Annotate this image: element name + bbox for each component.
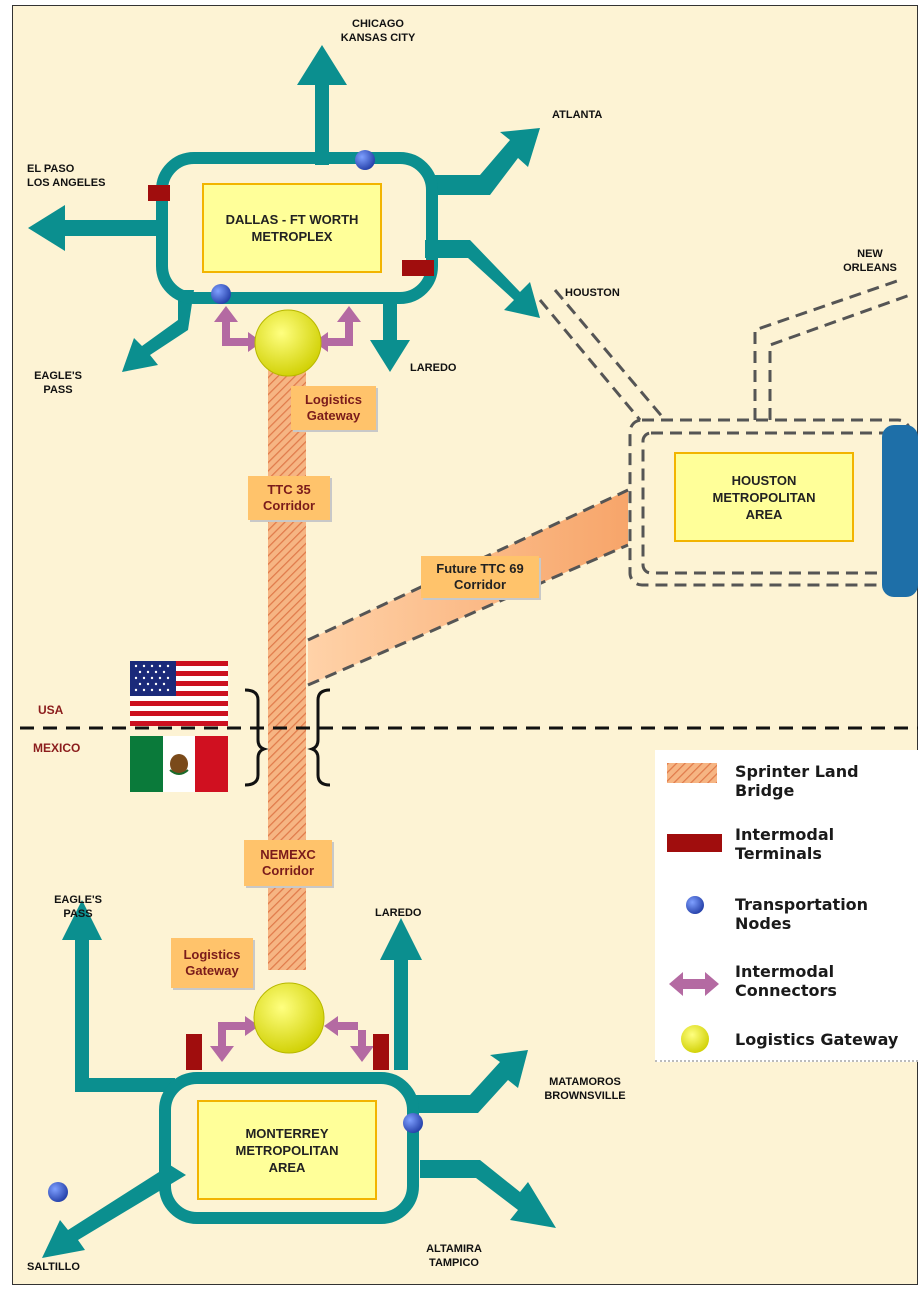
intermodal-terminals bbox=[148, 185, 434, 1070]
dallas-metroplex-box: DALLAS - FT WORTH METROPLEX bbox=[202, 183, 382, 273]
label-altamira-tampico: ALTAMIRA TAMPICO bbox=[426, 1243, 482, 1269]
legend-node-icon bbox=[686, 896, 704, 914]
legend-label-sprinter: Sprinter Land Bridge bbox=[735, 762, 859, 800]
label-chicago-kansas-city: CHICAGO KANSAS CITY bbox=[340, 18, 416, 44]
logistics-gateway-north bbox=[254, 309, 322, 377]
label-eagles-pass-north: EAGLE'S PASS bbox=[34, 370, 82, 396]
mexico-flag-icon bbox=[130, 736, 228, 792]
legend-gateway-icon bbox=[681, 1025, 709, 1053]
label-saltillo: SALTILLO bbox=[27, 1261, 80, 1273]
label-el-paso-los-angeles: EL PASO LOS ANGELES bbox=[27, 163, 106, 189]
label-houston: HOUSTON bbox=[565, 287, 620, 299]
label-new-orleans: NEW ORLEANS bbox=[843, 248, 897, 274]
label-eagles-pass-south: EAGLE'S PASS bbox=[54, 894, 102, 920]
logistics-gateway-tag-south: Logistics Gateway bbox=[171, 938, 253, 988]
border-bracket-right bbox=[307, 688, 331, 787]
usa-flag-icon bbox=[130, 661, 228, 726]
monterrey-arrows bbox=[42, 900, 556, 1258]
logistics-gateway-south bbox=[253, 982, 325, 1054]
legend: Sprinter Land Bridge Intermodal Terminal… bbox=[655, 750, 918, 1062]
label-atlanta: ATLANTA bbox=[552, 109, 603, 121]
legend-connector-icon bbox=[669, 972, 719, 996]
nemexc-corridor-tag: NEMEXC Corridor bbox=[244, 840, 332, 886]
intermodal-connectors bbox=[210, 306, 374, 1062]
logistics-gateway-tag-north: Logistics Gateway bbox=[291, 386, 376, 430]
legend-label-nodes: Transportation Nodes bbox=[735, 895, 869, 933]
legend-label-gateway: Logistics Gateway bbox=[735, 1030, 899, 1049]
transportation-nodes bbox=[48, 150, 423, 1202]
dallas-arrows bbox=[28, 45, 540, 372]
label-laredo-south: LAREDO bbox=[375, 907, 422, 919]
border-bracket-left bbox=[244, 688, 269, 787]
gulf-port-shape bbox=[882, 425, 918, 597]
legend-terminal-icon bbox=[667, 834, 722, 852]
label-laredo-north: LAREDO bbox=[410, 362, 457, 374]
label-usa: USA bbox=[38, 703, 64, 717]
monterrey-metro-box: MONTERREY METROPOLITAN AREA bbox=[197, 1100, 377, 1200]
ttc35-corridor-tag: TTC 35 Corridor bbox=[248, 476, 330, 520]
label-mexico: MEXICO bbox=[33, 741, 81, 755]
dallas-metro-frame bbox=[156, 152, 438, 304]
legend-label-connectors: Intermodal Connectors bbox=[735, 962, 837, 1000]
legend-label-terminals: Intermodal Terminals bbox=[735, 825, 835, 863]
ttc69-corridor-tag: Future TTC 69 Corridor bbox=[421, 556, 539, 598]
monterrey-metro-frame bbox=[159, 1072, 419, 1224]
label-matamoros-brownsville: MATAMOROS BROWNSVILLE bbox=[544, 1076, 626, 1102]
legend-icons bbox=[667, 763, 722, 1053]
legend-hatched-icon bbox=[667, 763, 717, 783]
houston-metro-box: HOUSTON METROPOLITAN AREA bbox=[674, 452, 854, 542]
